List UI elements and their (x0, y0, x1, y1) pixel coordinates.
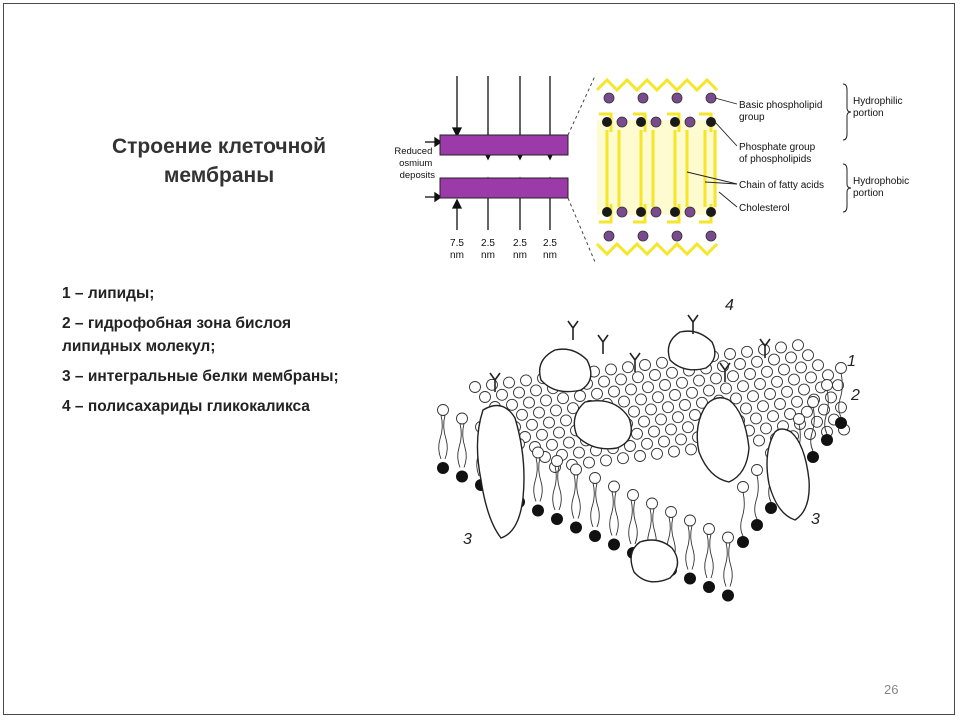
fluid-mosaic-membrane-illustration: 1 2 3 3 4 (437, 297, 860, 602)
svg-text:nm: nm (450, 250, 464, 261)
svg-text:4: 4 (725, 297, 734, 314)
legend-item-1: 1 – липиды; (62, 285, 155, 302)
bilayer-detail (595, 77, 719, 257)
svg-text:2.5: 2.5 (481, 238, 495, 249)
osmium-band-bottom (439, 177, 569, 199)
slide-title: Строение клеточной мембраны (111, 135, 327, 187)
svg-text:portion: portion (853, 188, 884, 199)
svg-text:Chain of fatty acids: Chain of fatty acids (739, 180, 824, 191)
svg-text:Hydrophobic: Hydrophobic (853, 176, 909, 187)
svg-text:1: 1 (847, 353, 856, 370)
legend-list: 1 – липиды; 2 – гидрофобная зона бислоя … (62, 282, 352, 425)
svg-text:Hydrophilic: Hydrophilic (853, 96, 902, 107)
page-number: 26 (884, 682, 899, 697)
portion-labels: Hydrophilic portion Hydrophobic portion (853, 96, 909, 199)
svg-text:of phospholipids: of phospholipids (739, 154, 811, 165)
svg-text:3: 3 (811, 511, 820, 528)
svg-text:nm: nm (513, 250, 527, 261)
svg-text:Phosphate group: Phosphate group (739, 142, 816, 153)
figure-callouts: 1 2 3 3 4 (463, 297, 860, 548)
legend-item-3: 3 – интегральные белки мембраны; (62, 368, 339, 385)
legend-item-2: 2 – гидрофобная зона бислоя липидных мол… (62, 315, 292, 355)
svg-text:Cholesterol: Cholesterol (739, 203, 790, 214)
membrane-art (437, 314, 850, 602)
svg-text:2.5: 2.5 (513, 238, 527, 249)
svg-text:portion: portion (853, 108, 884, 119)
svg-text:2.5: 2.5 (543, 238, 557, 249)
svg-text:3: 3 (463, 531, 472, 548)
svg-text:nm: nm (481, 250, 495, 261)
svg-text:2: 2 (850, 387, 860, 404)
svg-text:Basic phospholipid: Basic phospholipid (739, 100, 822, 111)
osmium-band-top (439, 134, 569, 156)
svg-text:7.5: 7.5 (450, 238, 464, 249)
osmium-label: Reduced osmium deposits (394, 146, 435, 181)
thickness-labels: 7.5 nm 2.5 nm 2.5 nm 2.5 nm (450, 238, 557, 261)
leader-lines (686, 97, 738, 208)
membrane-trilayer-diagram: Reduced osmium deposits 7.5 nm 2.5 nm 2.… (394, 75, 909, 263)
portion-braces (842, 83, 852, 213)
legend-item-4: 4 – полисахариды гликокаликса (62, 398, 310, 415)
zoom-guides (567, 75, 596, 263)
svg-text:nm: nm (543, 250, 557, 261)
svg-text:group: group (739, 112, 765, 123)
component-labels: Basic phospholipid group Phosphate group… (739, 100, 824, 214)
